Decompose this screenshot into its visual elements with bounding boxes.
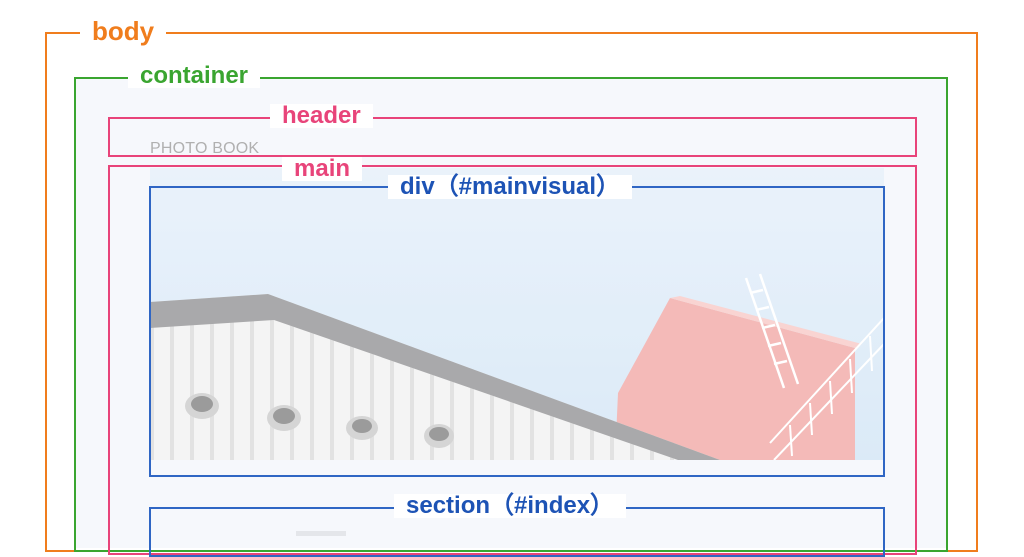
container-label: container [128, 64, 261, 88]
body-label: body [80, 18, 167, 44]
main-visual-photo [150, 168, 884, 460]
section-heading-placeholder [296, 531, 346, 536]
mainvisual-label: div（#mainvisual） [388, 175, 633, 199]
main-label: main [282, 157, 363, 181]
header-outline [108, 117, 917, 157]
header-label: header [270, 104, 373, 128]
index-label: section（#index） [394, 494, 627, 518]
layout-diagram: PHOTO BOOK [45, 18, 978, 557]
mainvisual-outline [149, 186, 885, 477]
site-logo-text: PHOTO BOOK [150, 140, 260, 157]
